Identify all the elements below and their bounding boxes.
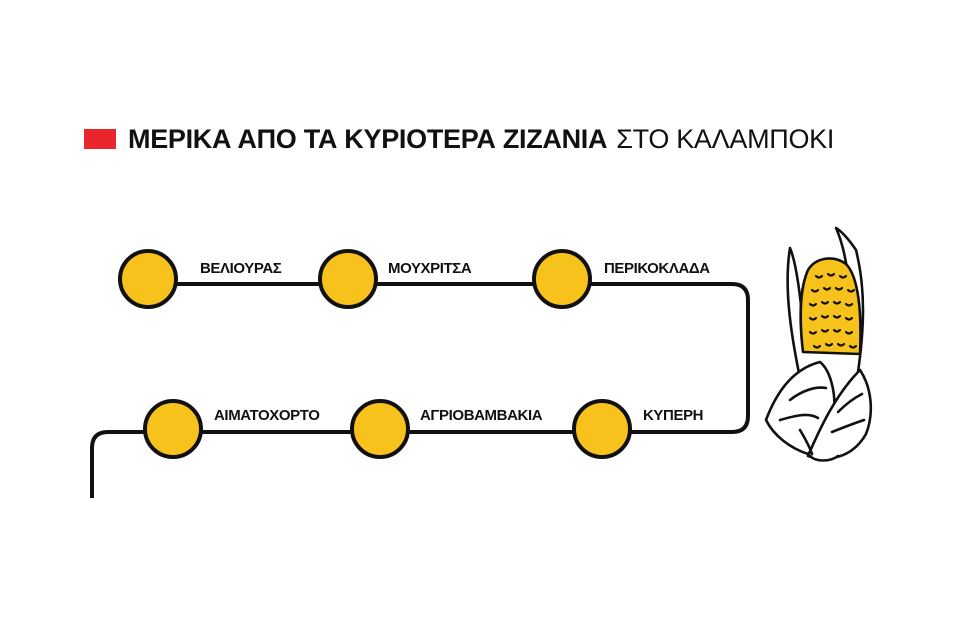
stop-label-perikoklada: ΠΕΡΙΚΟΚΛΑΔΑ bbox=[604, 260, 710, 277]
stop-label-mouchritsa: ΜΟΥΧΡΙΤΣΑ bbox=[388, 260, 472, 277]
page-title: ΜΕΡΙΚΑ ΑΠΟ ΤΑ ΚΥΡΙΟΤΕΡΑ ΖΙΖΑΝΙΑ ΣΤΟ ΚΑΛΑ… bbox=[84, 121, 834, 157]
stop-label-veliouras: ΒΕΛΙΟΥΡΑΣ bbox=[200, 260, 282, 277]
title-marker bbox=[84, 129, 116, 149]
stop-label-aimatochorto: ΑΙΜΑΤΟΧΟΡΤΟ bbox=[214, 407, 320, 424]
stop-node-kyperi bbox=[572, 399, 632, 459]
stop-node-mouchritsa bbox=[318, 249, 378, 309]
title-light-text: ΣΤΟ ΚΑΛΑΜΠΟΚΙ bbox=[616, 123, 835, 154]
stop-node-agriovamvakia bbox=[350, 399, 410, 459]
stop-node-perikoklada bbox=[532, 249, 592, 309]
title-bold-text: ΜΕΡΙΚΑ ΑΠΟ ΤΑ ΚΥΡΙΟΤΕΡΑ ΖΙΖΑΝΙΑ bbox=[128, 123, 608, 154]
stop-label-agriovamvakia: ΑΓΡΙΟΒΑΜΒΑΚΙΑ bbox=[420, 407, 543, 424]
stop-label-kyperi: ΚΥΠΕΡΗ bbox=[643, 407, 703, 424]
corn-cob-icon bbox=[764, 226, 873, 462]
stop-node-veliouras bbox=[118, 249, 178, 309]
route-line bbox=[90, 282, 750, 498]
stop-node-aimatochorto bbox=[143, 399, 203, 459]
